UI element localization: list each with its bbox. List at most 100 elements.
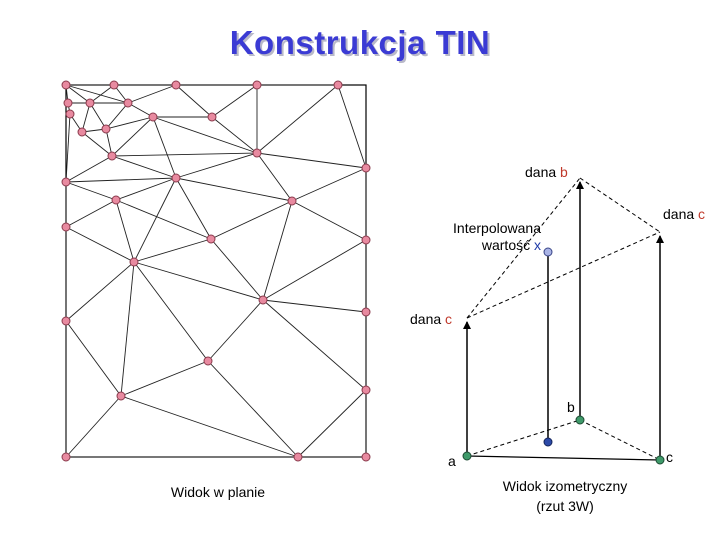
label-base-a: a (448, 453, 456, 469)
base-edge-bc (579, 419, 661, 461)
base-edge-ab (466, 419, 581, 457)
tin-node (361, 163, 371, 173)
tin-edge (256, 84, 339, 154)
tin-node (63, 98, 73, 108)
tin-node (287, 196, 297, 206)
iso-caption-line2: (rzut 3W) (536, 498, 594, 514)
tin-edge (256, 152, 293, 202)
tin-edge (111, 116, 154, 157)
tin-edge (65, 113, 71, 183)
tin-node (361, 235, 371, 245)
tin-edge (89, 84, 115, 104)
tin-edge (207, 299, 264, 362)
tin-edge (210, 238, 264, 301)
tin-edge (337, 84, 367, 169)
tin-edge (105, 102, 129, 130)
tin-node (293, 452, 303, 462)
tin-node (61, 222, 71, 232)
tin-edge (127, 102, 154, 118)
base-point-c (655, 455, 665, 465)
label-right-c: dana c (663, 206, 705, 222)
tin-node (61, 177, 71, 187)
tin-node (116, 391, 126, 401)
tin-node (361, 307, 371, 317)
top-edge-ac (466, 231, 661, 319)
base-point-b (575, 415, 585, 425)
label-interp-line1: Interpolowana (453, 220, 541, 236)
tin-edge (111, 155, 177, 179)
tin-edge (175, 177, 212, 240)
tin-node (361, 452, 371, 462)
tin-edge (65, 320, 122, 397)
tin-edge (152, 116, 177, 179)
tin-edge (152, 116, 258, 154)
label-top-b: dana b (525, 164, 568, 180)
tin-edge (262, 299, 367, 313)
tin-node (77, 127, 87, 137)
tin-edges (65, 84, 367, 458)
tin-edge (175, 84, 213, 118)
iso-caption-line1: Widok izometryczny (503, 478, 627, 494)
label-left-c: dana c (410, 311, 452, 327)
tin-edge (262, 239, 367, 301)
tin-edge (115, 199, 135, 263)
tin-edge (211, 116, 258, 154)
tin-edge (133, 261, 209, 362)
tin-edge (65, 84, 91, 104)
tin-node (361, 385, 371, 395)
tin-edge (175, 152, 258, 179)
label-base-c: c (666, 449, 673, 465)
tin-edge (207, 360, 299, 458)
tin-edge (115, 199, 212, 240)
label-base-b: b (567, 399, 575, 415)
tin-edge (256, 152, 367, 169)
tin-node (61, 316, 71, 326)
top-edge-bc (579, 177, 661, 233)
tin-edge (211, 84, 258, 118)
tin-node (129, 257, 139, 267)
base-edge-ac (466, 455, 661, 461)
tin-node (111, 195, 121, 205)
plan-boundary (65, 84, 367, 458)
tin-node (333, 80, 343, 90)
tin-node (65, 109, 75, 119)
tin-edge (127, 84, 177, 104)
tin-edge (105, 128, 113, 157)
tin-edge (115, 177, 177, 201)
interpolated-point-x (543, 247, 553, 257)
tin-edge (133, 238, 212, 263)
base-point-a (462, 451, 472, 461)
plan-caption: Widok w planie (171, 484, 265, 500)
tin-node (101, 124, 111, 134)
tin-node (252, 80, 262, 90)
tin-edge (65, 226, 135, 263)
tin-edge (120, 395, 299, 458)
tin-node (171, 173, 181, 183)
tin-edge (111, 152, 258, 157)
tin-node (109, 80, 119, 90)
tin-edge (65, 84, 129, 104)
tin-node (203, 356, 213, 366)
tin-node (258, 295, 268, 305)
tin-edge (210, 200, 293, 240)
tin-edge (65, 261, 135, 322)
tin-node (107, 151, 117, 161)
tin-edge (65, 395, 122, 458)
tin-node (207, 112, 217, 122)
tin-edge (81, 102, 91, 133)
tin-edge (262, 200, 293, 301)
tin-edge (120, 360, 209, 397)
tin-edge (65, 177, 177, 183)
tin-edge (133, 177, 177, 263)
tin-node (148, 112, 158, 122)
base-point-x (543, 437, 553, 447)
isometric-view (462, 177, 665, 465)
tin-node (206, 234, 216, 244)
tin-node (85, 98, 95, 108)
tin-edge (65, 199, 117, 228)
plan-view (61, 80, 371, 462)
label-interp-line2: wartość x (481, 237, 541, 253)
page-title: Konstrukcja TIN (229, 24, 491, 61)
tin-edge (291, 200, 367, 241)
